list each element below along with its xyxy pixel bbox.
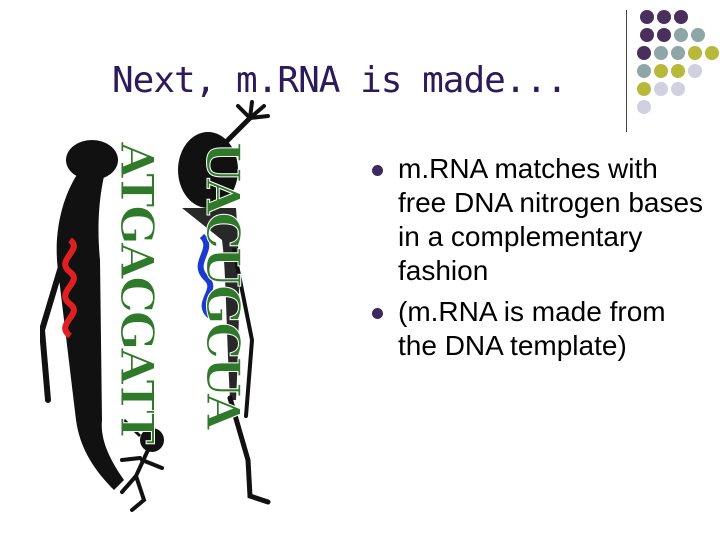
dot — [674, 10, 688, 24]
dot — [688, 46, 702, 60]
bullet-text: (m.RNA is made from the DNA template) — [398, 296, 666, 361]
little-figure-head — [140, 428, 164, 452]
dot — [637, 82, 651, 96]
right-figure-body — [182, 208, 239, 400]
left-figure-body — [56, 150, 124, 490]
figure-hand — [236, 100, 270, 120]
dot — [657, 10, 671, 24]
bullet-item: (m.RNA is made from the DNA template) — [372, 295, 712, 363]
dot — [640, 28, 654, 42]
dot — [671, 82, 685, 96]
decorative-dot-grid — [637, 10, 720, 120]
dot — [640, 10, 654, 24]
mrna-strand-letters: UACUGCUA — [196, 142, 251, 428]
title-divider-line — [626, 10, 627, 132]
dot — [657, 28, 671, 42]
dot — [637, 64, 651, 78]
right-figure-leg — [227, 395, 271, 505]
bullet-text: m.RNA matches with free DNA nitrogen bas… — [398, 153, 704, 286]
dot — [671, 46, 685, 60]
dna-mrna-figures-illustration: ATGACGATT UACUGCUA — [38, 100, 320, 530]
dot — [691, 28, 705, 42]
slide-title: Next, m.RNA is made... — [112, 60, 568, 101]
dot — [674, 28, 688, 42]
dot — [637, 100, 651, 114]
bullet-item: m.RNA matches with free DNA nitrogen bas… — [372, 152, 712, 288]
bullet-list: m.RNA matches with free DNA nitrogen bas… — [372, 152, 712, 370]
dot — [688, 64, 702, 78]
bullet-dot-icon — [372, 308, 383, 319]
dot — [654, 82, 668, 96]
bullet-dot-icon — [372, 165, 383, 176]
blue-helix — [197, 233, 214, 319]
little-figure-body — [120, 448, 164, 512]
dot — [654, 46, 668, 60]
figure-head — [178, 132, 238, 208]
figure-raised-arm — [223, 115, 253, 145]
right-figure-arm — [232, 248, 255, 418]
connector-line — [122, 418, 142, 438]
dot — [671, 64, 685, 78]
dot — [705, 46, 719, 60]
dot — [637, 46, 651, 60]
left-figure-head — [66, 140, 118, 180]
left-figure-arm — [38, 247, 69, 403]
dna-strand-letters: ATGACGATT — [110, 142, 165, 443]
dot — [654, 64, 668, 78]
dna-figure-svg — [38, 100, 271, 512]
red-helix — [62, 237, 77, 339]
